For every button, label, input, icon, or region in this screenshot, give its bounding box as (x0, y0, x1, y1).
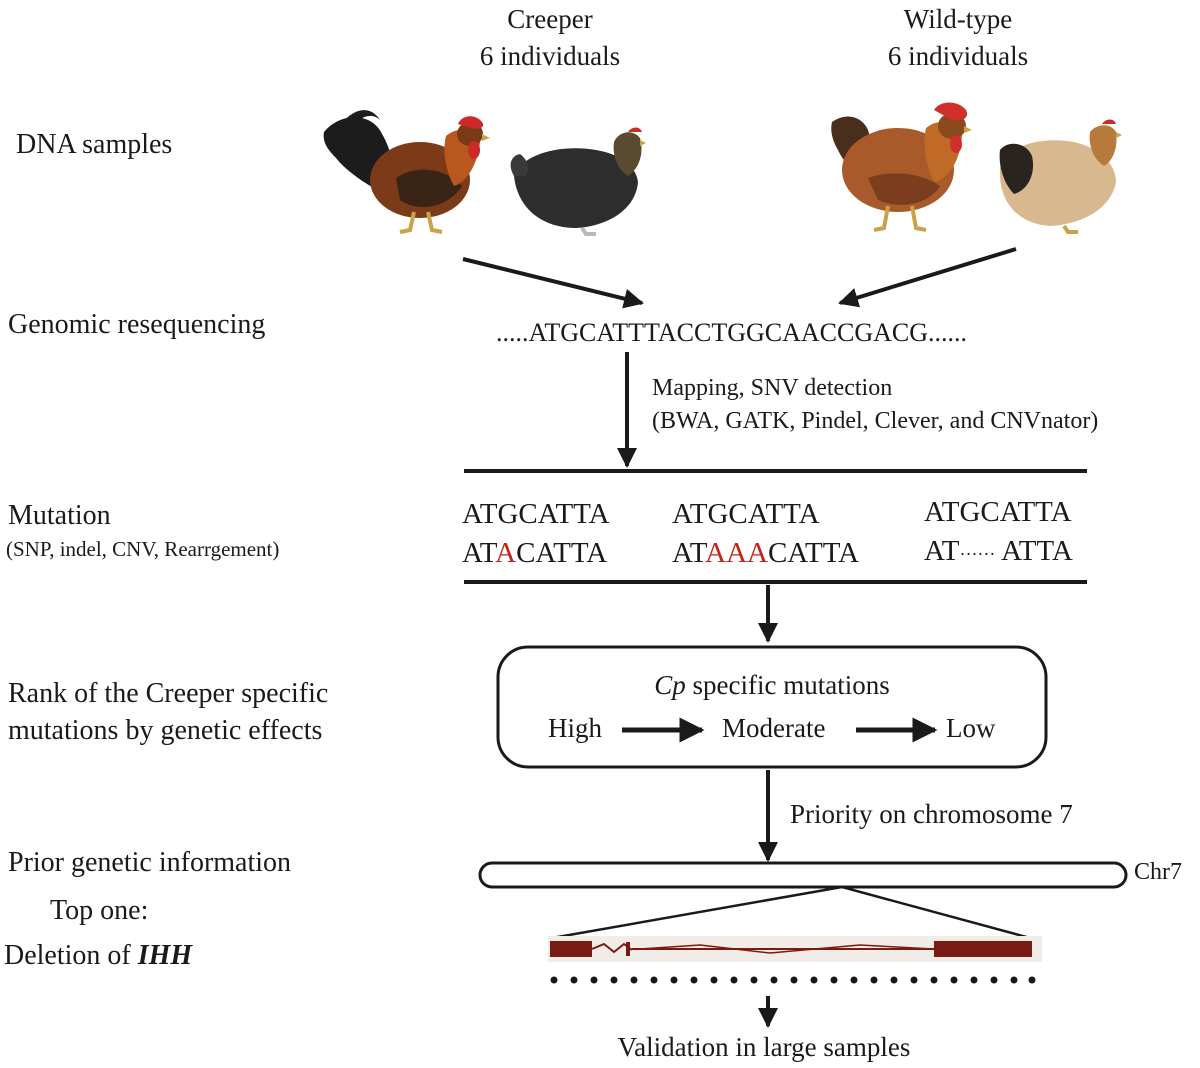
zoom-line-right (841, 885, 1031, 940)
step-label-top-one: Top one: (50, 895, 149, 926)
chromosome-label: Chr7 (1134, 859, 1182, 885)
creeper-rooster-image (323, 110, 490, 234)
mutation-deletion-alt: AT······ ATTA (924, 535, 1073, 567)
group-creeper-count: 6 individuals (479, 41, 621, 71)
rank-level-high: High (548, 713, 602, 743)
rank-box-title: Cp specific mutations (654, 670, 890, 700)
rank-level-low: Low (946, 713, 996, 743)
mutation-snp-alt: ATACATTA (462, 537, 608, 569)
group-wildtype-count: 6 individuals (887, 41, 1029, 71)
step-label-genomic-resequencing: Genomic resequencing (8, 309, 266, 340)
mutation-indel-ref: ATGCATTA (672, 498, 820, 530)
wildtype-hen-image (999, 119, 1122, 234)
mutation-snp-ref: ATGCATTA (462, 498, 610, 530)
wildtype-rooster-image (831, 102, 972, 232)
rank-box (496, 645, 1048, 769)
ihh-gene-model (548, 936, 1042, 962)
dna-sequence: .....ATGCATTTACCTGGCAACCGACG...... (496, 318, 967, 347)
mutation-indel-highlight: AAA (705, 537, 768, 569)
mutation-snp-highlight: A (495, 537, 517, 569)
mapping-label-line1: Mapping, SNV detection (652, 375, 893, 401)
mutation-indel-alt: ATAAACATTA (672, 537, 860, 569)
creeper-hen-image (510, 127, 646, 236)
mutation-deletion-ref: ATGCATTA (924, 496, 1072, 528)
validation-label: Validation in large samples (617, 1032, 911, 1062)
zoom-line-left (551, 885, 843, 940)
rank-level-moderate: Moderate (722, 713, 826, 743)
dotted-separator (550, 976, 1036, 984)
arrow-wildtype-to-sequence (838, 247, 1017, 308)
step-label-dna-samples: DNA samples (16, 129, 173, 160)
chromosome-7-bar (478, 861, 1128, 889)
step-label-rank-line2: mutations by genetic effects (8, 715, 323, 746)
mutation-deletion-gap: ······ (959, 544, 996, 564)
step-label-rank-line1: Rank of the Creeper specific (8, 678, 329, 709)
group-wildtype-name: Wild-type (903, 4, 1013, 34)
group-creeper-name: Creeper (507, 4, 593, 34)
step-label-mutation: Mutation (8, 500, 111, 531)
step-label-deletion: Deletion of IHH (4, 940, 193, 971)
step-label-prior-info: Prior genetic information (8, 847, 292, 878)
mapping-label-line2: (BWA, GATK, Pindel, Clever, and CNVnator… (652, 408, 1099, 434)
arrow-creeper-to-sequence (462, 257, 644, 309)
step-label-mutation-types: (SNP, indel, CNV, Rearrgement) (6, 537, 280, 561)
priority-label: Priority on chromosome 7 (790, 799, 1073, 829)
gene-name-ihh: IHH (137, 940, 193, 971)
